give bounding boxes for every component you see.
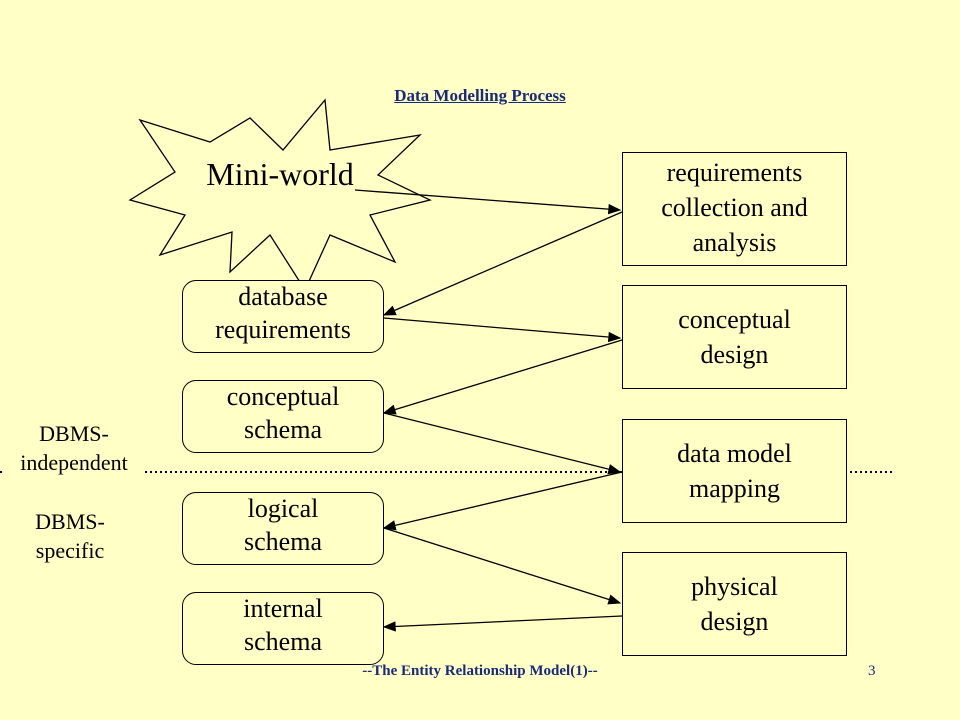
artifact-internal-schema: internal schema <box>182 592 384 665</box>
slide-footer: --The Entity Relationship Model(1)-- <box>362 663 598 679</box>
page-number: 3 <box>868 663 876 679</box>
arrow-logical-to-physical <box>383 527 622 605</box>
arrow-conceptual-to-schema <box>382 339 623 415</box>
arrow-requirements-to-dbreq <box>382 211 623 316</box>
step-conceptual-design: conceptual design <box>622 285 847 389</box>
label-dbms-independent: DBMS- independent <box>4 420 144 478</box>
artifact-logical-schema: logical schema <box>182 492 384 565</box>
arrow-dbreq-to-conceptual <box>383 317 622 343</box>
arrow-schema-to-mapping <box>383 412 622 475</box>
arrow-miniworld-to-requirements <box>354 189 622 215</box>
diagram-title: Data Modelling Process <box>394 86 566 105</box>
mini-world-starburst <box>128 98 432 292</box>
step-data-model-mapping: data model mapping <box>622 419 847 523</box>
step-physical-design: physical design <box>622 552 847 656</box>
label-dbms-specific: DBMS- specific <box>35 509 105 563</box>
mini-world-label: Mini-world <box>206 156 354 192</box>
arrow-physical-to-internal <box>382 615 623 632</box>
artifact-conceptual-schema: conceptual schema <box>182 380 384 453</box>
step-requirements-analysis: requirements collection and analysis <box>622 152 847 266</box>
artifact-database-requirements: database requirements <box>182 280 384 353</box>
arrow-mapping-to-logical <box>382 471 623 531</box>
